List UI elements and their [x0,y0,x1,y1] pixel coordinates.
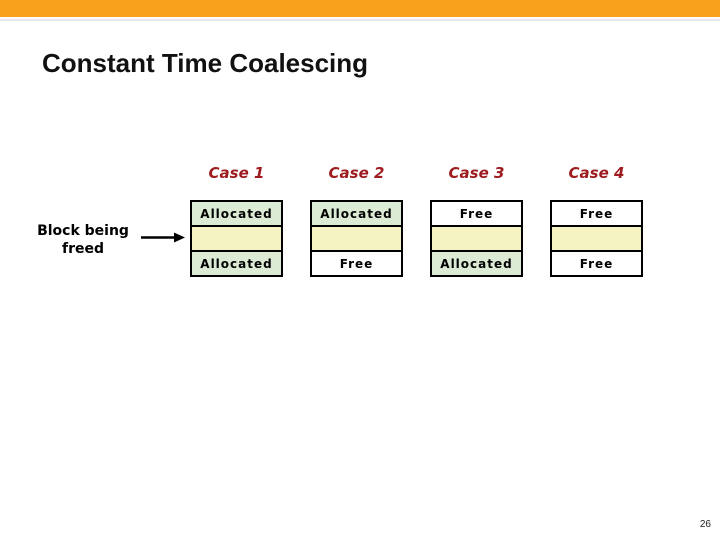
header-bar-shadow [0,19,720,21]
free-cell: Free [312,250,401,275]
allocated-cell: Allocated [432,250,521,275]
header-accent-bar [0,0,720,17]
case-header: Case 1 [208,164,265,182]
block-being-freed-line1: Block being [37,223,129,239]
slide-title: Constant Time Coalescing [42,48,369,78]
allocated-cell: Allocated [312,202,401,225]
free-cell: Free [552,250,641,275]
free-cell: Free [432,202,521,225]
freed-cell [192,225,281,250]
case-header: Case 2 [328,164,385,182]
block-being-freed-label: Block being freed [30,222,136,258]
freed-cell [312,225,401,250]
freed-cell [432,225,521,250]
case-header: Case 3 [448,164,505,182]
free-cell: Free [552,202,641,225]
block-being-freed-line2: freed [61,241,104,257]
allocated-cell: Allocated [192,202,281,225]
right-arrow-icon [141,232,185,243]
case-header: Case 4 [568,164,625,182]
freed-cell [552,225,641,250]
allocated-cell: Allocated [192,250,281,275]
page-number: 26 [699,519,711,530]
